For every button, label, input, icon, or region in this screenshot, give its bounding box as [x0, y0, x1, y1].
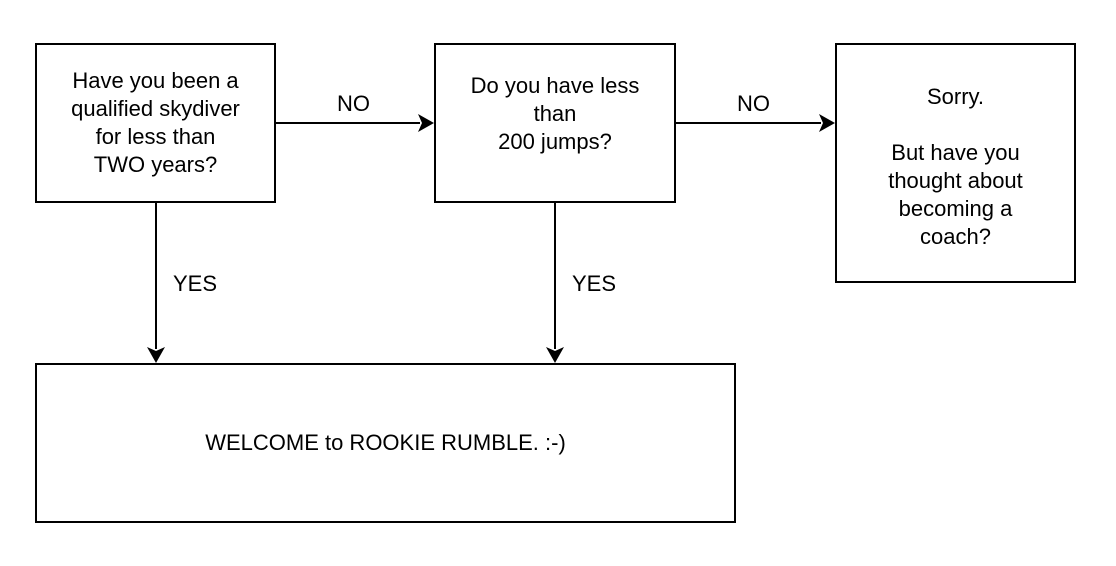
arrowhead-q1-to-welcome: [147, 347, 165, 363]
outcome-box-sorry: Sorry. But have you thought about becomi…: [835, 43, 1076, 283]
decision-box-qualified-years: Have you been a qualified skydiver for l…: [35, 43, 276, 203]
outcome-text-sorry: Sorry. But have you thought about becomi…: [888, 84, 1023, 249]
decision-text-qualified-years: Have you been a qualified skydiver for l…: [71, 68, 240, 177]
outcome-text-welcome: WELCOME to ROOKIE RUMBLE. :-): [205, 430, 566, 455]
edge-label-no-q2: NO: [737, 91, 770, 116]
arrowhead-q2-to-welcome: [546, 347, 564, 363]
outcome-box-welcome: WELCOME to ROOKIE RUMBLE. :-): [35, 363, 736, 523]
edge-label-yes-q1: YES: [173, 271, 218, 296]
arrowhead-q2-to-sorry: [819, 114, 835, 132]
edge-label-yes-q2: YES: [572, 271, 617, 296]
decision-box-jump-count: Do you have less than 200 jumps?: [434, 43, 676, 203]
decision-text-jump-count: Do you have less than 200 jumps?: [470, 73, 640, 154]
arrowhead-q1-to-q2: [418, 114, 434, 132]
edge-label-no-q1: NO: [337, 91, 370, 116]
